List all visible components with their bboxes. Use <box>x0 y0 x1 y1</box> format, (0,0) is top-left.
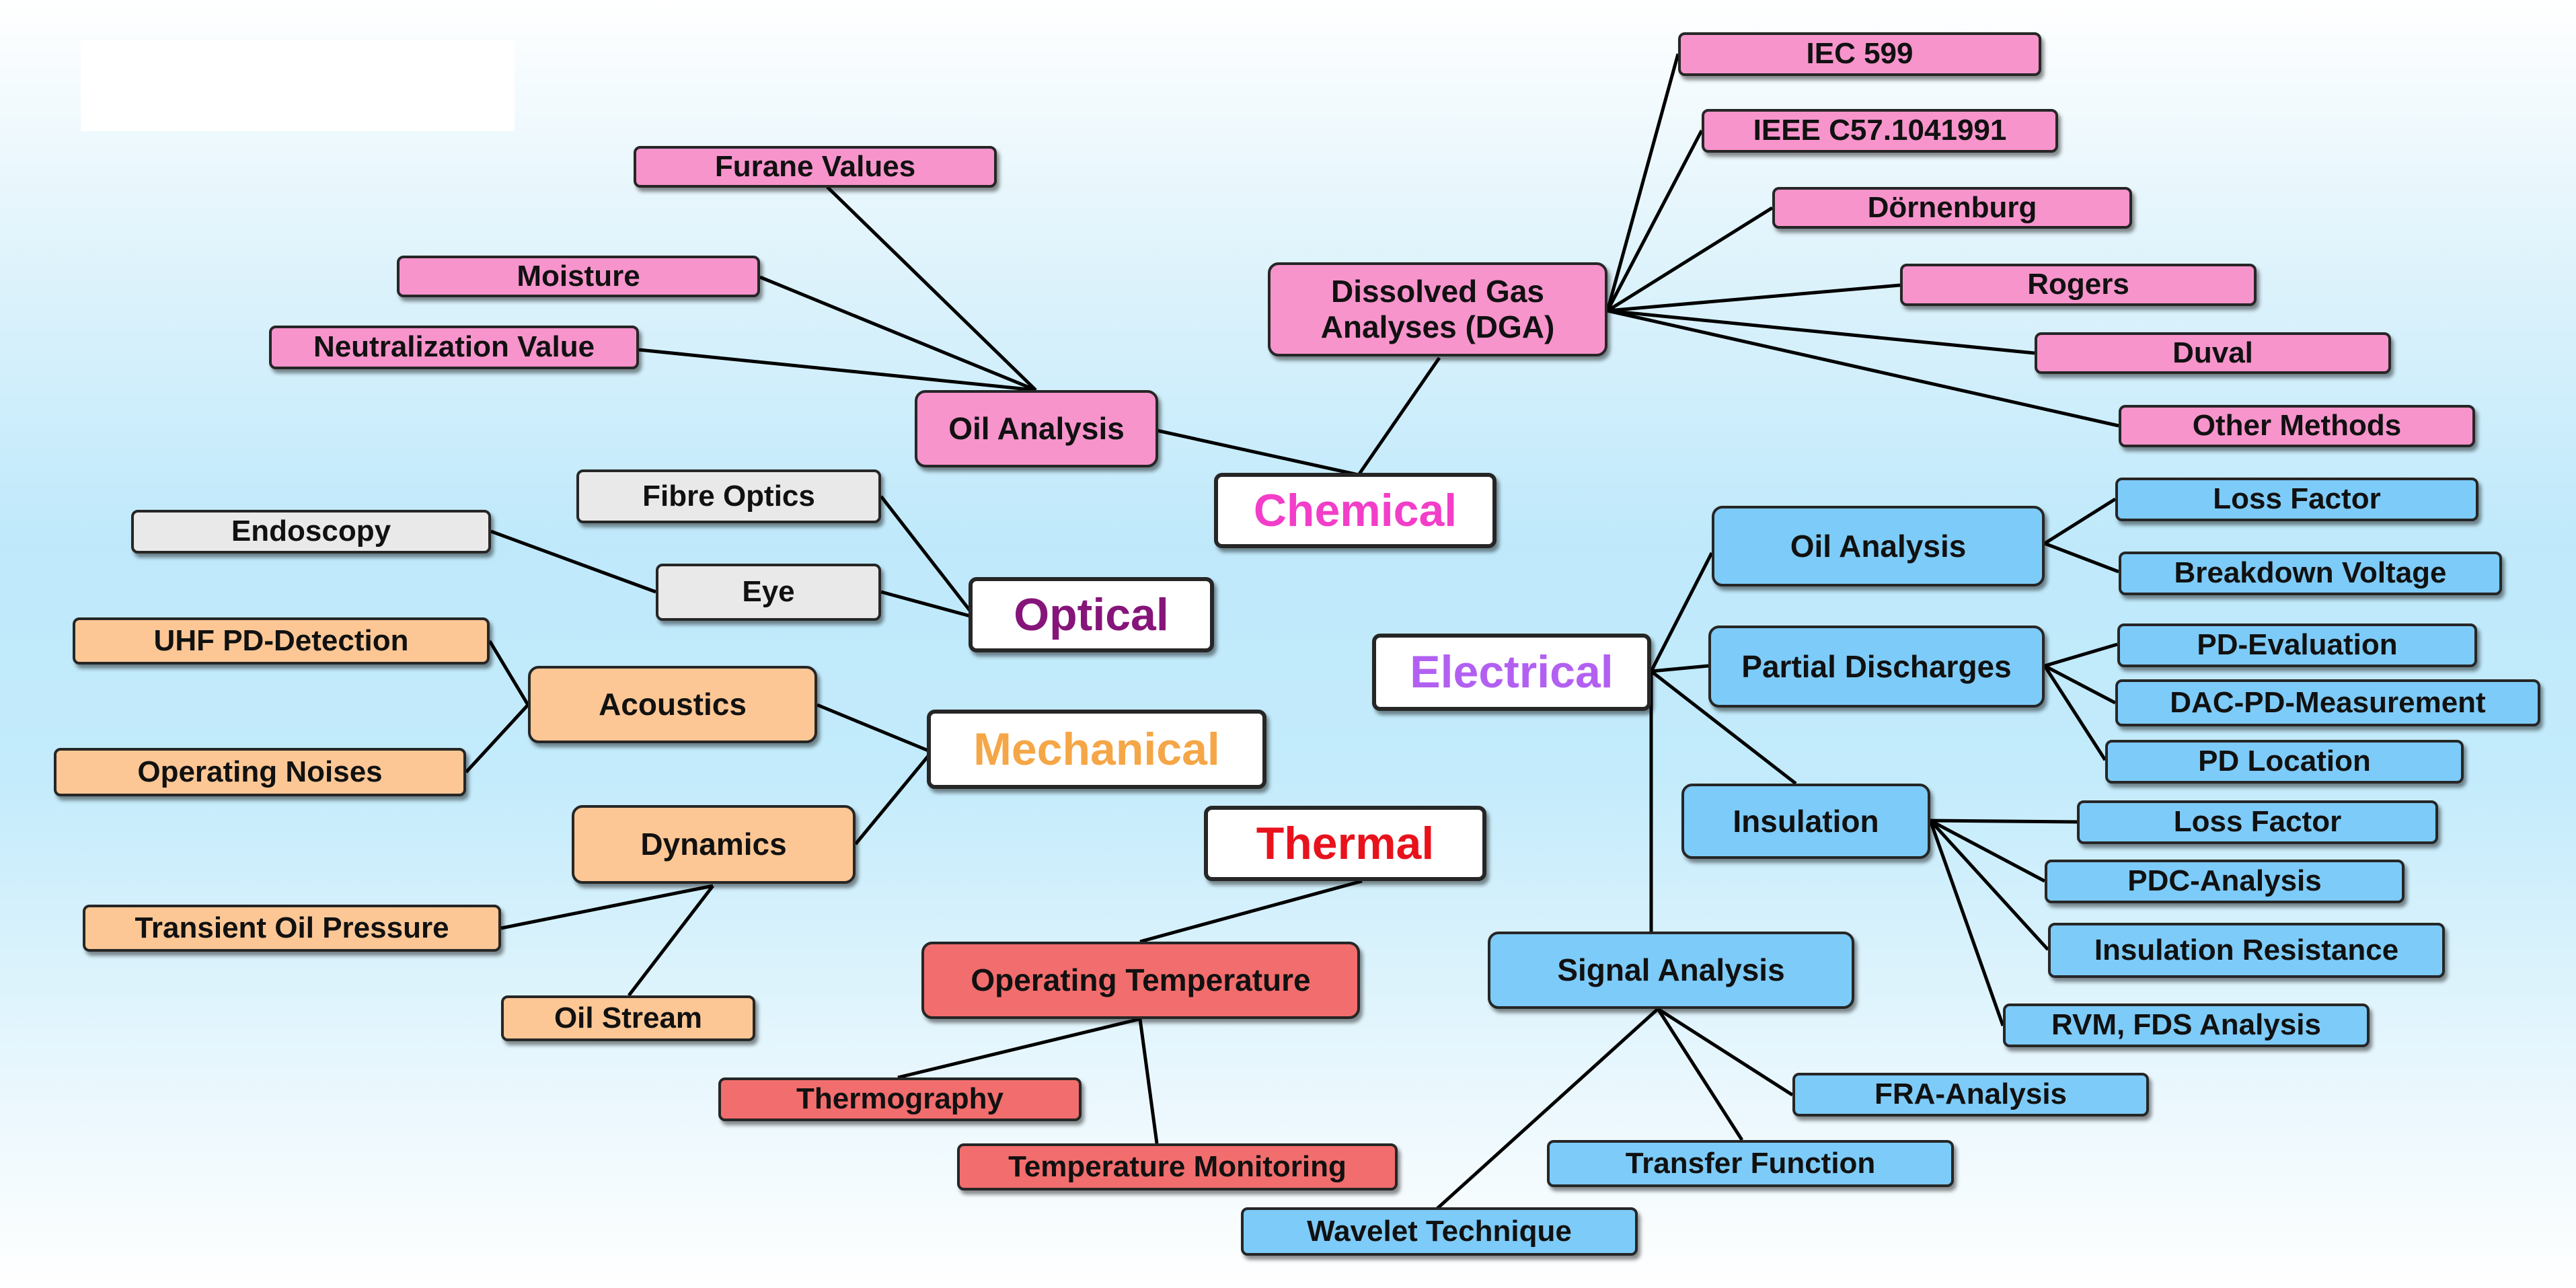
edge-chemical-dga <box>1357 356 1441 476</box>
fra-analysis-node: FRA-Analysis <box>1792 1073 2149 1116</box>
electrical-node: Electrical <box>1372 634 1651 711</box>
edge-dga-other <box>1607 309 2119 428</box>
edge-electrical-insulation <box>1650 670 1797 785</box>
edge-pd-dac <box>2043 664 2117 705</box>
breakdown-voltage-node: Breakdown Voltage <box>2119 552 2502 595</box>
edge-optemp-monitoring <box>1138 1018 1159 1144</box>
edge-ins-resistance <box>1929 819 2049 951</box>
transient-oil-pressure-node: Transient Oil Pressure <box>83 905 501 952</box>
mechanical-node: Mechanical <box>927 710 1266 789</box>
edge-eoil-loss <box>2043 497 2117 545</box>
thermography-node: Thermography <box>718 1077 1082 1121</box>
endoscopy-node: Endoscopy <box>131 510 491 554</box>
edge-acoustics-noises <box>465 704 529 773</box>
edge-ins-rvm <box>1928 820 2005 1026</box>
edge-dga-duval <box>1607 309 2035 355</box>
edge-oil-moisture <box>759 275 1036 392</box>
dac-pd-measurement-node: DAC-PD-Measurement <box>2115 679 2540 726</box>
dornenburg-node: Dörnenburg <box>1772 187 2132 229</box>
optical-node: Optical <box>969 577 1214 652</box>
rvm-fds-analysis-node: RVM, FDS Analysis <box>2003 1003 2370 1047</box>
iec-599-node: IEC 599 <box>1678 32 2041 76</box>
edge-ins-pdc <box>1929 819 2046 883</box>
chemical-node: Chemical <box>1214 473 1497 548</box>
insulation-node: Insulation <box>1681 784 1930 859</box>
neutralization-value-node: Neutralization Value <box>269 326 639 369</box>
ieee-c57-node: IEEE C57.1041991 <box>1702 109 2058 153</box>
blank-corner-patch <box>81 40 515 131</box>
edge-acoustics-uhf <box>488 640 530 706</box>
edge-dynamics-stream <box>628 884 714 997</box>
edge-dga-iec <box>1605 53 1680 311</box>
insulation-loss-factor-node: Loss Factor <box>2077 800 2438 844</box>
edge-pd-location <box>2043 665 2107 761</box>
edge-optical-eye <box>880 590 976 619</box>
transfer-function-node: Transfer Function <box>1547 1140 1954 1187</box>
uhf-pd-detection-node: UHF PD-Detection <box>73 617 490 665</box>
signal-analysis-node: Signal Analysis <box>1488 932 1854 1009</box>
edge-eoil-breakdown <box>2044 541 2119 574</box>
eye-node: Eye <box>656 564 881 621</box>
edge-eye-endoscopy <box>490 529 656 594</box>
edge-dga-dornenburg <box>1606 206 1774 313</box>
pdc-analysis-node: PDC-Analysis <box>2045 860 2404 903</box>
thermal-node: Thermal <box>1204 806 1486 881</box>
edge-optical-fibre <box>880 495 977 619</box>
insulation-resistance-node: Insulation Resistance <box>2048 923 2445 978</box>
moisture-node: Moisture <box>397 256 760 297</box>
edge-signal-fra <box>1657 1007 1794 1097</box>
oil-stream-node: Oil Stream <box>501 995 755 1041</box>
rogers-node: Rogers <box>1900 264 2257 306</box>
dynamics-node: Dynamics <box>572 805 856 884</box>
edge-oil-furane <box>826 186 1037 391</box>
edge-optemp-thermography <box>897 1017 1141 1079</box>
edge-oil-neutralization <box>638 348 1036 392</box>
edge-pd-evaluation <box>2044 642 2118 668</box>
operating-noises-node: Operating Noises <box>54 748 466 796</box>
pd-evaluation-node: PD-Evaluation <box>2117 623 2477 667</box>
edge-thermal-optemp <box>1139 879 1363 944</box>
edge-dga-rogers <box>1607 283 1901 313</box>
edge-mechanical-dynamics <box>854 751 933 845</box>
dga-node: Dissolved Gas Analyses (DGA) <box>1268 262 1607 356</box>
operating-temperature-node: Operating Temperature <box>921 942 1360 1019</box>
edge-signal-transfer <box>1656 1008 1744 1141</box>
edge-electrical-pd <box>1651 664 1709 673</box>
electrical-oil-analysis-node: Oil Analysis <box>1712 506 2045 586</box>
oil-loss-factor-node: Loss Factor <box>2115 478 2478 521</box>
edge-chemical-oil <box>1156 428 1359 477</box>
edge-dynamics-transient <box>500 884 714 930</box>
fibre-optics-node: Fibre Optics <box>576 469 881 523</box>
wavelet-technique-node: Wavelet Technique <box>1241 1207 1638 1256</box>
temperature-monitoring-node: Temperature Monitoring <box>957 1143 1398 1190</box>
other-methods-node: Other Methods <box>2119 405 2475 447</box>
chemical-oil-analysis-node: Oil Analysis <box>915 390 1158 467</box>
pd-location-node: PD Location <box>2105 740 2464 784</box>
duval-node: Duval <box>2035 332 2391 374</box>
partial-discharges-node: Partial Discharges <box>1708 626 2045 708</box>
edge-signal-wavelet <box>1431 1008 1659 1214</box>
acoustics-node: Acoustics <box>528 666 817 743</box>
edge-electrical-oil <box>1649 552 1714 673</box>
edge-mechanical-acoustics <box>817 703 932 754</box>
furane-values-node: Furane Values <box>634 146 997 188</box>
edge-ins-loss <box>1930 819 2078 824</box>
edge-dga-ieee <box>1605 129 1704 312</box>
